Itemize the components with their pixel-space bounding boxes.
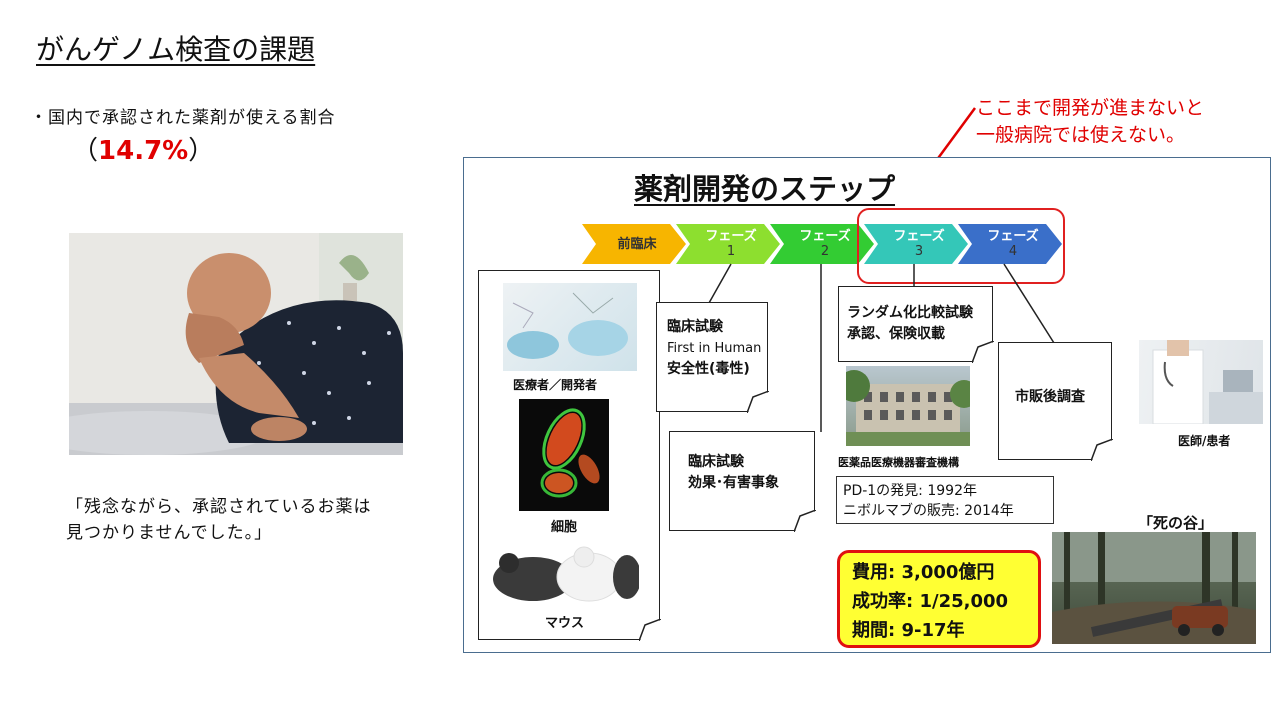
mouse-caption: マウス — [545, 616, 585, 631]
doctor-image — [1139, 340, 1263, 424]
paren-close: ） — [188, 136, 215, 166]
phase-chevrons — [582, 224, 1062, 264]
phase-2-note: 臨床試験 効果･有害事象 — [669, 431, 816, 532]
chevron-phase-1 — [676, 224, 780, 264]
cost-summary-box: 費用: 3,000億円 成功率: 1/25,000 期間: 9-17年 — [837, 550, 1041, 648]
pd1-line-1: PD-1の発見: 1992年 — [843, 483, 977, 499]
chevron-phase-2 — [770, 224, 874, 264]
chevron-preclinical — [582, 224, 686, 264]
valley-caption: 「死の谷」 — [1138, 514, 1214, 532]
bullet-text: ・国内で承認された薬剤が使える割合 — [30, 108, 336, 128]
patient-photo — [69, 233, 403, 455]
panel-title: 薬剤開発のステップ — [634, 172, 896, 206]
pd1-line-2: ニボルマブの販売: 2014年 — [843, 503, 1014, 519]
lab-glassware-image — [503, 283, 637, 371]
phase-number: 4 — [1008, 244, 1018, 259]
red-annotation: ここまで開発が進まないと 一般病院では使えない。 — [976, 95, 1204, 149]
phase-3-note-line-1: ランダム化比較試験 — [847, 305, 973, 321]
phase-number: 3 — [914, 244, 924, 259]
phase-3-note: ランダム化比較試験 承認、保険収載 — [838, 286, 994, 363]
pd1-history-box: PD-1の発見: 1992年 ニボルマブの販売: 2014年 — [836, 476, 1054, 524]
cell-image — [519, 399, 609, 511]
phase-2-note-line-1: 臨床試験 — [688, 454, 744, 470]
phase-label: フェーズ — [893, 229, 945, 244]
phase-label: フェーズ — [705, 229, 757, 244]
pmda-caption: 医薬品医療機器審査機構 — [838, 456, 959, 469]
phase-1-note-line-2: First in Human — [667, 341, 762, 356]
chevron-label-preclinical: 前臨床 — [592, 224, 682, 264]
percentage-line: （14.7%） — [72, 130, 214, 167]
quote-line-1: 「残念ながら、承認されているお薬は — [66, 497, 372, 517]
cost-line-1: 費用: 3,000億円 — [852, 562, 995, 583]
chevron-phase-3 — [864, 224, 968, 264]
cells-caption: 細胞 — [551, 520, 578, 535]
phase-3-4-highlight — [857, 208, 1065, 284]
drug-development-panel: 薬剤開発のステップ 前臨床 フェーズ 1 フェーズ 2 フェーズ 3 フェーズ … — [463, 157, 1271, 653]
valley-of-death-image — [1052, 532, 1256, 644]
phase-number: 2 — [820, 244, 830, 259]
phase-1-note: 臨床試験 First in Human 安全性(毒性) — [656, 302, 769, 413]
quote-line-2: 見つかりませんでした。」 — [66, 523, 273, 543]
phase-label: フェーズ — [987, 229, 1039, 244]
pmda-building-image — [846, 366, 970, 446]
doctor-caption: 医師/患者 — [1178, 434, 1231, 448]
preclinical-card: 医療者／開発者 細胞 マウス — [478, 270, 661, 641]
phase-1-note-line-3: 安全性(毒性) — [667, 361, 750, 377]
phase-1-note-line-1: 臨床試験 — [667, 319, 723, 335]
mouse-image — [489, 541, 641, 605]
chevron-label-phase-3: フェーズ 3 — [874, 224, 964, 264]
phase-3-note-line-2: 承認、保険収載 — [847, 326, 945, 342]
researcher-caption: 医療者／開発者 — [513, 378, 598, 392]
patient-illustration — [69, 233, 403, 455]
phase-label: 前臨床 — [617, 236, 657, 252]
chevron-label-phase-2: フェーズ 2 — [780, 224, 870, 264]
phase-label: フェーズ — [799, 229, 851, 244]
cost-line-2: 成功率: 1/25,000 — [852, 591, 1009, 612]
percentage-value: 14.7% — [98, 136, 189, 166]
paren-open: （ — [72, 136, 99, 166]
annotation-line-1: ここまで開発が進まないと — [976, 97, 1205, 119]
chevron-phase-4 — [958, 224, 1062, 264]
cost-line-3: 期間: 9-17年 — [852, 620, 965, 641]
connector-lines — [708, 263, 1055, 432]
chevron-label-phase-1: フェーズ 1 — [686, 224, 776, 264]
slide-title: がんゲノム検査の課題 — [36, 33, 316, 66]
quote-block: 「残念ながら、承認されているお薬は 見つかりませんでした。」 — [66, 494, 372, 546]
annotation-line-2: 一般病院では使えない。 — [976, 124, 1186, 146]
chevron-label-phase-4: フェーズ 4 — [968, 224, 1058, 264]
phase-4-note-text: 市販後調査 — [1015, 389, 1085, 405]
phase-2-note-line-2: 効果･有害事象 — [688, 475, 779, 491]
phase-4-note: 市販後調査 — [998, 342, 1113, 461]
phase-number: 1 — [726, 244, 736, 259]
